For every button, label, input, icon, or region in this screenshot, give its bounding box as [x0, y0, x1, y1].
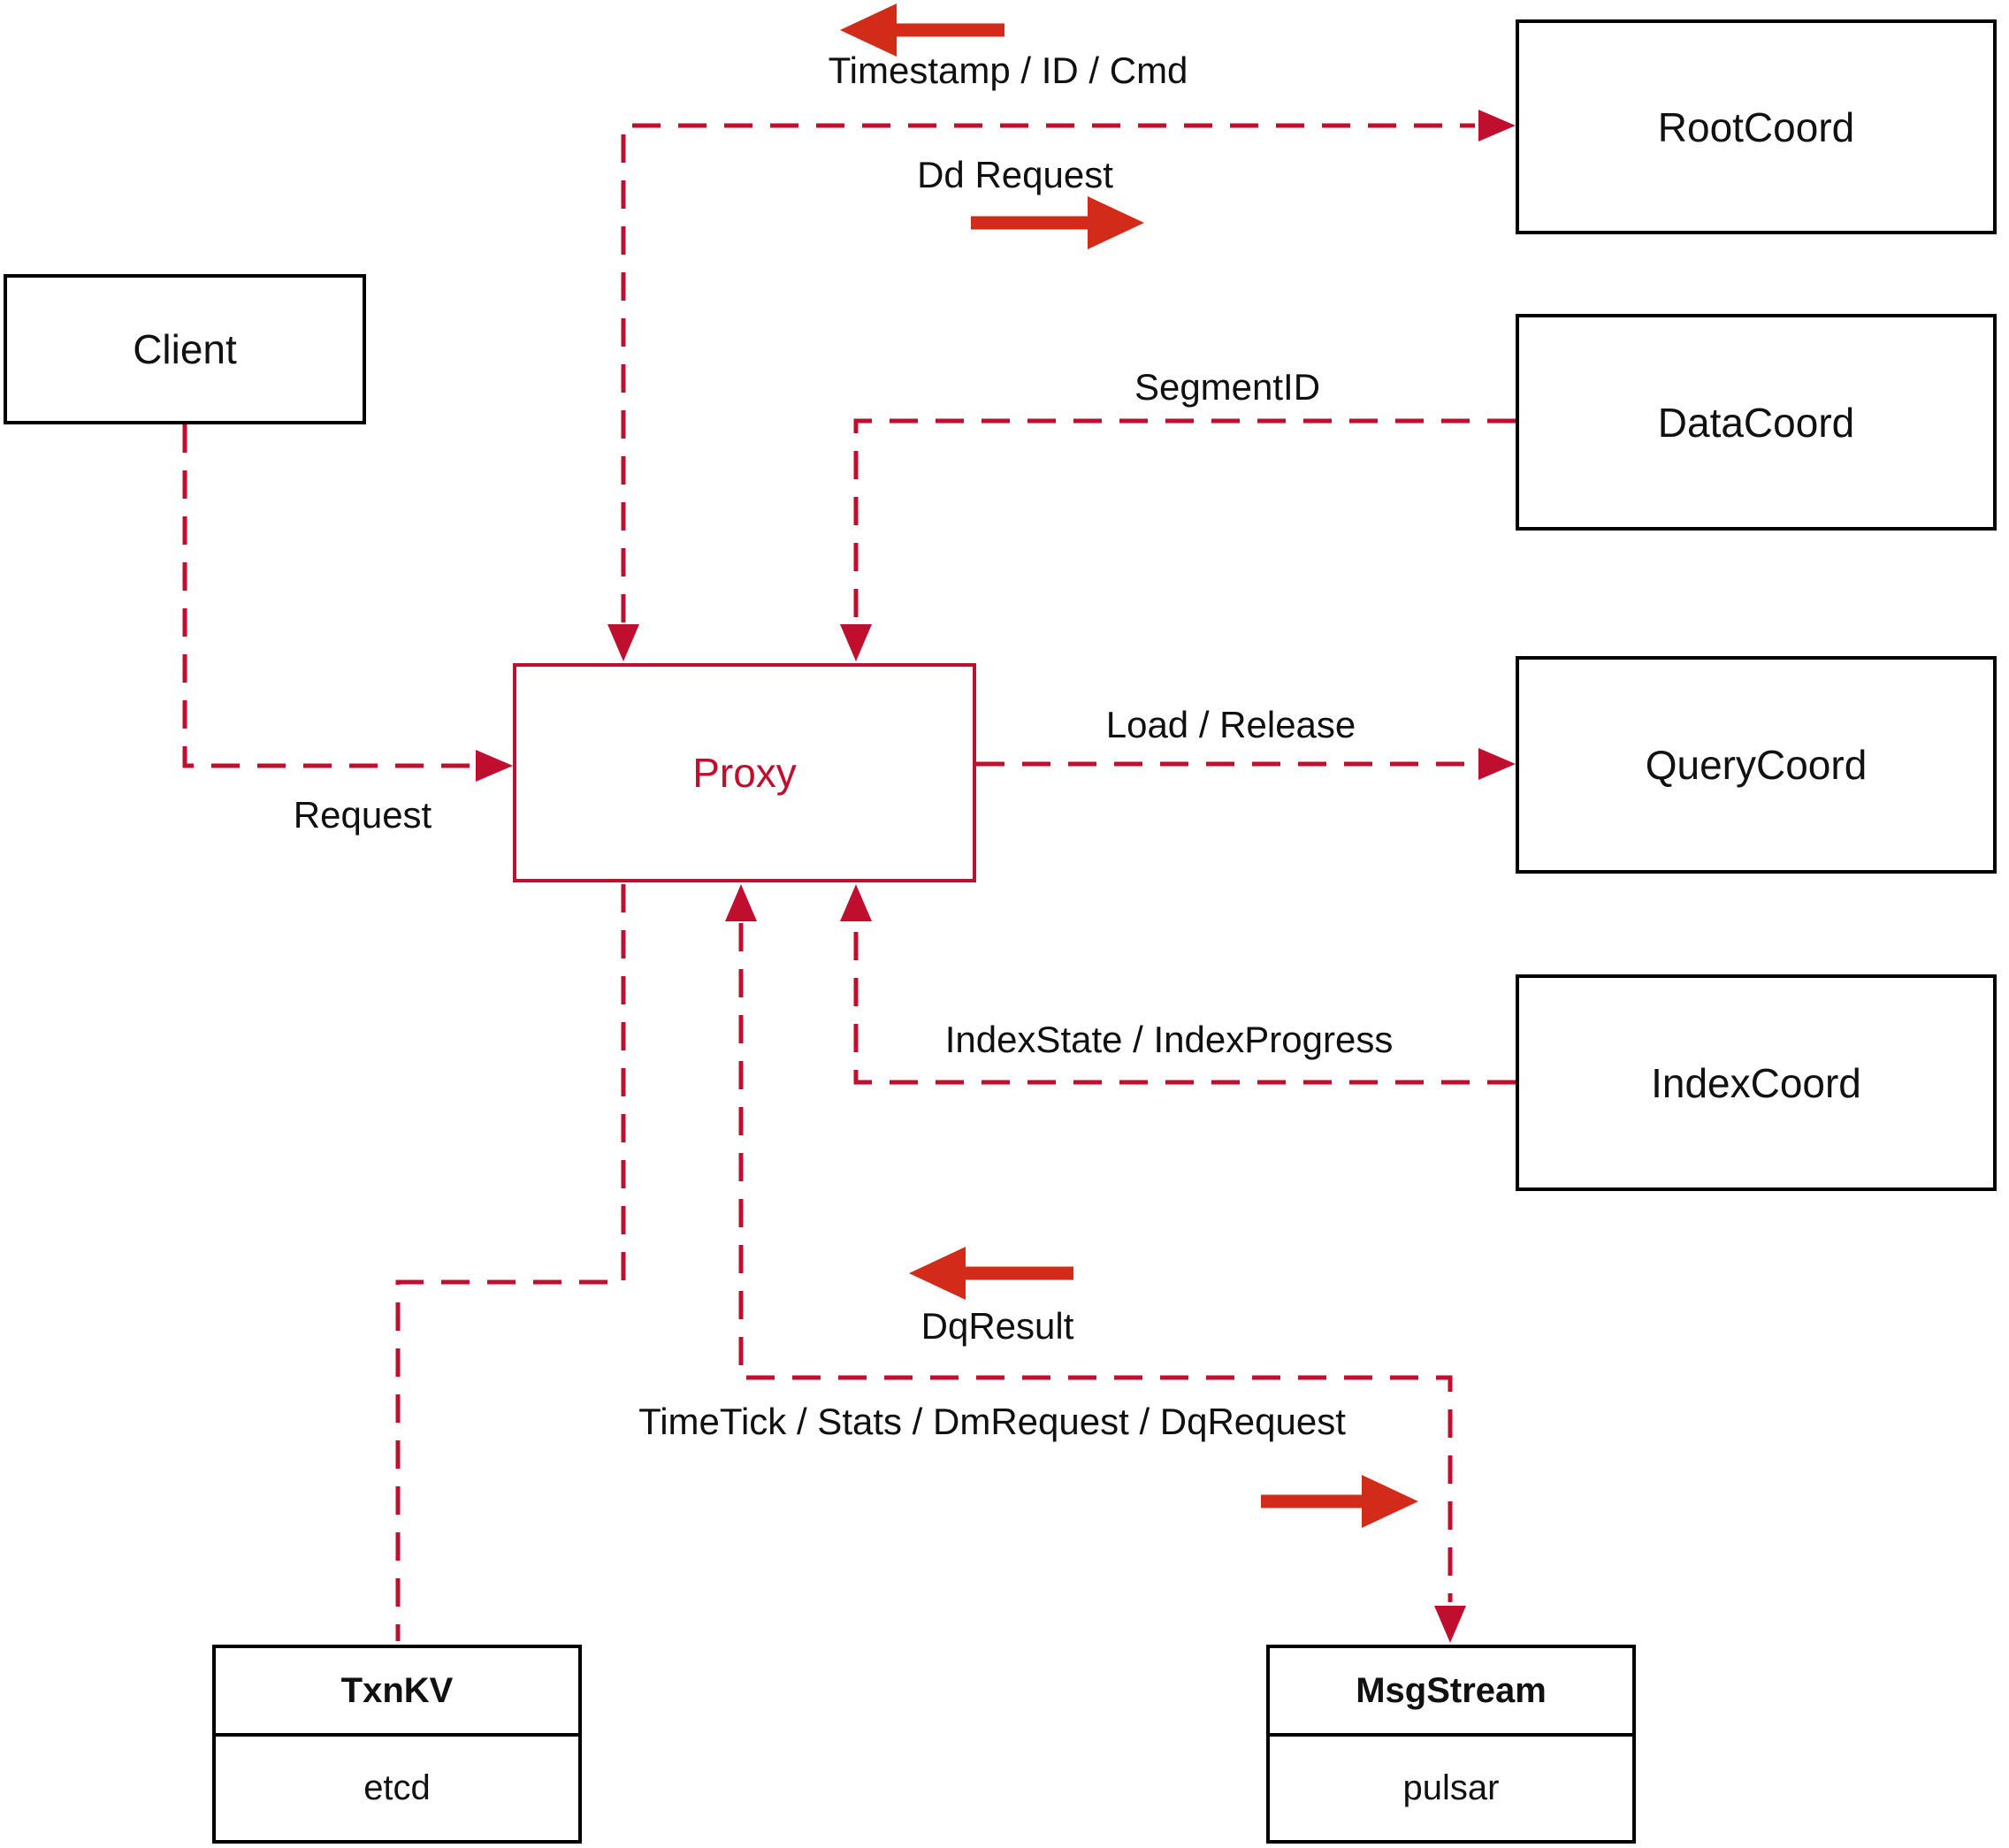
arrowhead-into-proxy-bottom-left: [725, 884, 757, 921]
node-msgstream-title: MsgStream: [1270, 1648, 1632, 1737]
node-datacoord: DataCoord: [1516, 314, 1997, 531]
arrowhead-into-proxy-top-left: [607, 624, 639, 661]
edge-proxy-msgstream: [738, 923, 1453, 1602]
node-indexcoord: IndexCoord: [1516, 974, 1997, 1191]
node-querycoord: QueryCoord: [1516, 656, 1997, 874]
arrowhead-into-proxy-bottom-right: [840, 884, 872, 921]
direction-arrow-right-head-dd: [1088, 196, 1144, 249]
edge-proxy-rootcoord: [621, 123, 1475, 622]
node-msgstream-subtitle: pulsar: [1402, 1768, 1500, 1807]
node-rootcoord: RootCoord: [1516, 19, 1997, 234]
node-txnkv-subtitle: etcd: [363, 1768, 431, 1807]
edge-datacoord-to-proxy: [853, 418, 1516, 622]
edge-label-segment-id: SegmentID: [1134, 366, 1321, 408]
arrowhead-into-querycoord: [1478, 748, 1516, 780]
node-rootcoord-label: RootCoord: [1657, 103, 1855, 150]
node-proxy-label: Proxy: [692, 750, 797, 796]
direction-arrow-left-head-top: [840, 4, 897, 57]
arrowhead-into-msgstream: [1434, 1606, 1466, 1643]
node-txnkv: TxnKV etcd: [212, 1645, 582, 1844]
edge-label-request: Request: [293, 794, 432, 836]
edge-proxy-to-txnkv: [395, 884, 626, 1641]
edge-label-index-state: IndexState / IndexProgress: [944, 1019, 1394, 1060]
arrowhead-into-rootcoord: [1478, 110, 1516, 141]
node-msgstream: MsgStream pulsar: [1266, 1645, 1636, 1844]
edge-label-timestamp-id-cmd: Timestamp / ID / Cmd: [828, 50, 1188, 91]
node-querycoord-label: QueryCoord: [1645, 742, 1868, 788]
edge-label-dq-result: DqResult: [920, 1305, 1074, 1347]
node-client-label: Client: [133, 326, 237, 372]
edge-indexcoord-to-proxy: [853, 923, 1516, 1085]
node-client: Client: [4, 274, 366, 424]
direction-arrow-right-head-tt: [1362, 1475, 1418, 1528]
direction-arrow-left-head-dq: [909, 1247, 966, 1300]
edge-label-dd-request: Dd Request: [917, 154, 1113, 195]
node-datacoord-label: DataCoord: [1657, 399, 1855, 446]
node-txnkv-title: TxnKV: [216, 1648, 578, 1737]
node-proxy: Proxy: [513, 663, 976, 882]
edge-label-load-release: Load / Release: [1105, 704, 1356, 745]
node-indexcoord-label: IndexCoord: [1651, 1059, 1861, 1106]
edge-client-to-proxy: [182, 424, 472, 768]
edge-label-timetick: TimeTick / Stats / DmRequest / DqRequest: [638, 1401, 1346, 1442]
arrowhead-into-proxy-left: [476, 750, 513, 782]
arrowhead-into-proxy-top-right: [840, 624, 872, 661]
